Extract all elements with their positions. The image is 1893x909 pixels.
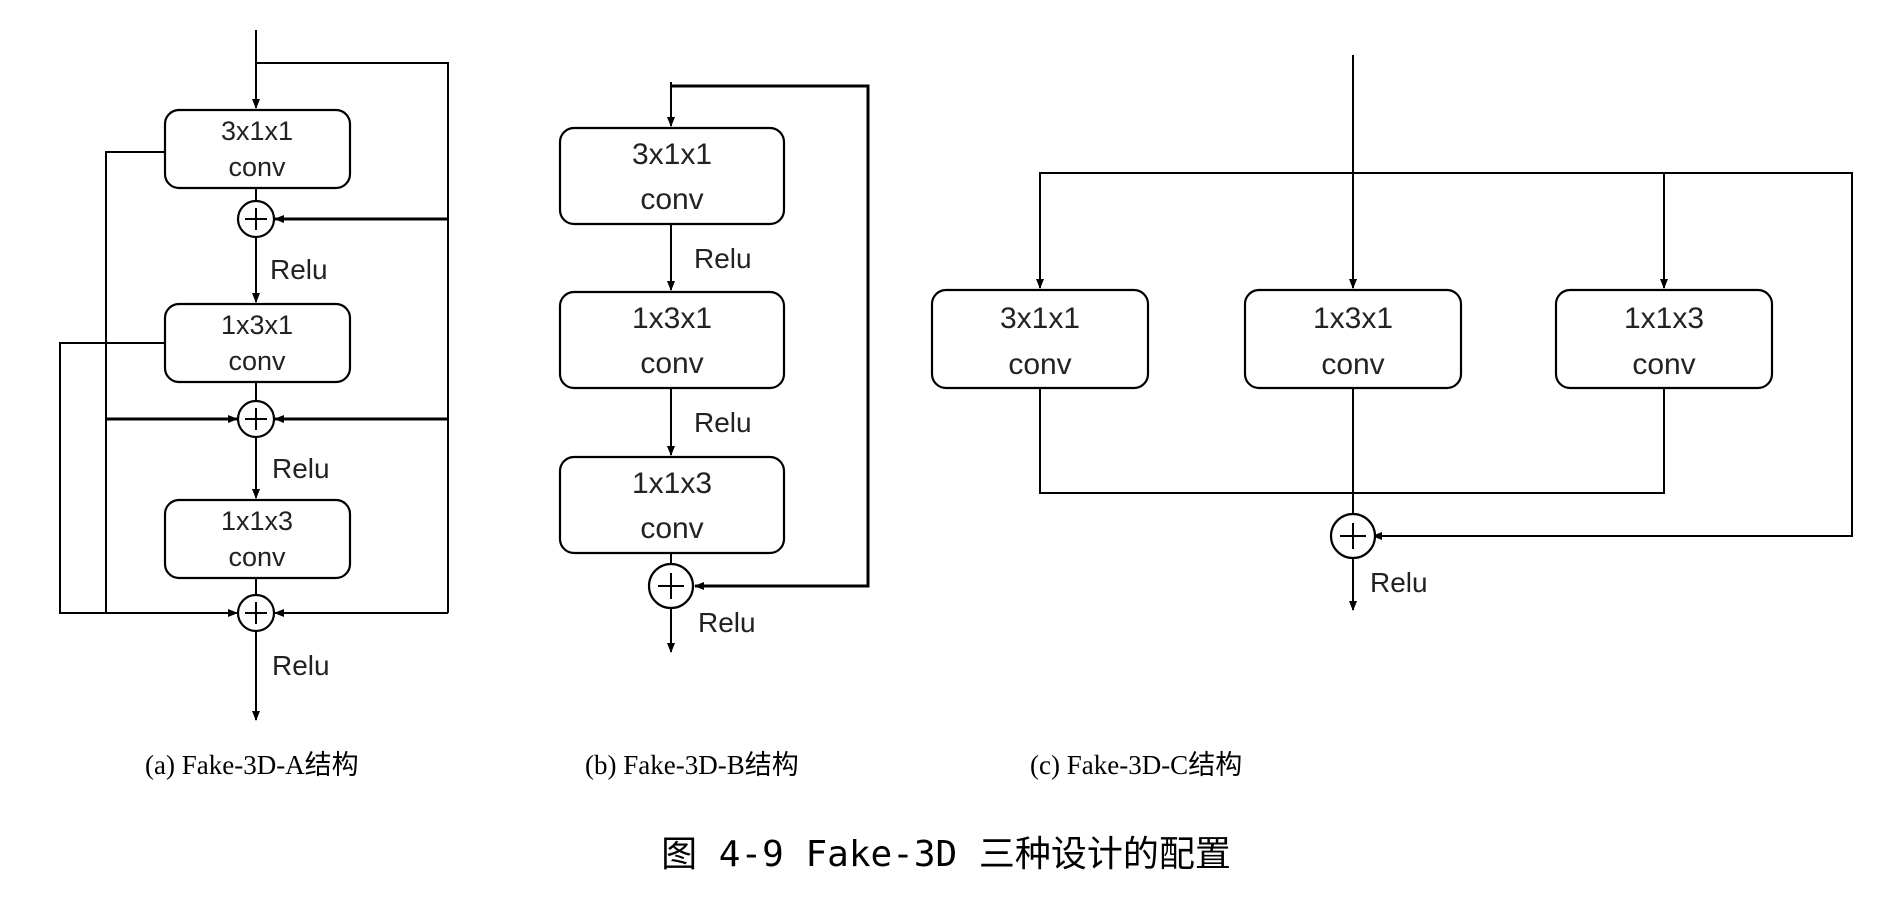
c-block-2-kernel: 1x3x1 <box>1313 302 1393 335</box>
a-add-node <box>236 399 276 439</box>
a-add-node <box>236 199 276 239</box>
c-conv-block-1x3x1 <box>1243 288 1463 390</box>
a-block-3-op: conv <box>228 542 286 572</box>
b-block-2-kernel: 1x3x1 <box>632 302 712 335</box>
b-skip-path <box>671 84 870 590</box>
a-block-1-op: conv <box>228 152 286 182</box>
a-block-2-op: conv <box>228 346 286 376</box>
b-add-node <box>647 562 695 610</box>
a-conv-block-1x1x3 <box>163 498 352 580</box>
a-relu-label: Relu <box>270 254 328 285</box>
a-block-1-kernel: 3x1x1 <box>221 116 293 146</box>
b-relu-label: Relu <box>698 607 756 638</box>
a-relu-label: Relu <box>272 650 330 681</box>
a-conv-block-3x1x1 <box>163 108 352 190</box>
a-block-2-kernel: 1x3x1 <box>221 310 293 340</box>
c-add-node <box>1329 512 1377 560</box>
b-block-2-op: conv <box>640 347 703 380</box>
c-relu-label: Relu <box>1370 567 1428 598</box>
c-block-1-op: conv <box>1008 348 1071 381</box>
c-block-1-kernel: 3x1x1 <box>1000 302 1080 335</box>
b-conv-block-3x1x1 <box>558 126 786 226</box>
diagram-c: 3x1x1 conv 1x3x1 conv 1x1x3 conv Relu (c… <box>930 55 1853 780</box>
c-block-3-op: conv <box>1632 348 1695 381</box>
a-block-3-kernel: 1x1x3 <box>221 506 293 536</box>
b-relu-label: Relu <box>694 407 752 438</box>
diagram-a: 3x1x1 conv 1x3x1 conv 1x1x3 conv Relu Re… <box>59 30 449 780</box>
figure-title: 图 4-9 Fake-3D 三种设计的配置 <box>661 834 1231 875</box>
b-block-3-op: conv <box>640 512 703 545</box>
a-caption: (a) Fake-3D-A结构 <box>145 750 359 780</box>
c-conv-block-3x1x1 <box>930 288 1150 390</box>
b-block-3-kernel: 1x1x3 <box>632 467 712 500</box>
b-conv-block-1x3x1 <box>558 290 786 390</box>
a-left-path-1 <box>105 151 165 613</box>
diagram-b: 3x1x1 conv 1x3x1 conv 1x1x3 conv Relu Re… <box>558 82 870 780</box>
c-block-3-kernel: 1x1x3 <box>1624 302 1704 335</box>
b-conv-block-1x1x3 <box>558 455 786 555</box>
a-skip-right <box>256 62 449 613</box>
a-conv-block-1x3x1 <box>163 302 352 384</box>
c-conv-block-1x1x3 <box>1554 288 1774 390</box>
a-relu-label: Relu <box>272 453 330 484</box>
a-left-path-2 <box>59 342 238 617</box>
c-block-2-op: conv <box>1321 348 1384 381</box>
b-caption: (b) Fake-3D-B结构 <box>585 750 799 780</box>
b-relu-label: Relu <box>694 243 752 274</box>
b-block-1-kernel: 3x1x1 <box>632 138 712 171</box>
c-caption: (c) Fake-3D-C结构 <box>1030 750 1242 780</box>
b-block-1-op: conv <box>640 183 703 216</box>
a-add-node <box>236 593 276 633</box>
